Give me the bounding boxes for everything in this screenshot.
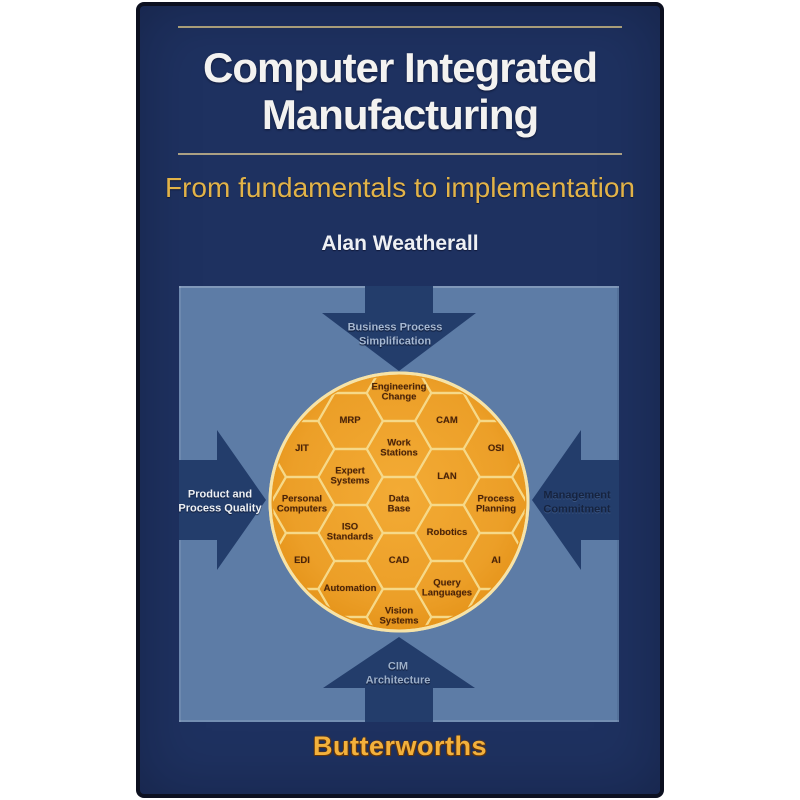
hex-label-expert-systems: Expert Systems: [330, 465, 370, 487]
hex-label-iso-standards: ISO Standards: [326, 521, 374, 543]
hex-label-ai: AI: [491, 554, 501, 566]
book-title-line1: Computer Integrated: [202, 44, 598, 91]
arrow-label-product-process-quality: Product and Process Quality: [178, 488, 262, 515]
book-cover: Computer Integrated Manufacturing From f…: [140, 6, 660, 794]
hex-label-data-base: Data Base: [387, 493, 411, 515]
publisher-name: Butterworths: [313, 731, 487, 761]
honeycomb-rim: [268, 371, 530, 633]
left-arrow-icon: [532, 430, 619, 570]
hex-label-cad: CAD: [388, 554, 410, 566]
hex-label-lan: LAN: [437, 470, 457, 482]
right-arrow-icon: [179, 430, 266, 570]
book-title: Computer Integrated Manufacturing: [140, 44, 660, 138]
hex-label-cam: CAM: [436, 414, 458, 426]
hex-label-jit: JIT: [295, 442, 309, 454]
hex-label-automation: Automation: [323, 582, 377, 594]
author-name: Alan Weatherall: [321, 232, 479, 255]
hex-label-edi: EDI: [294, 554, 310, 566]
hex-label-process-planning: Process Planning: [475, 493, 517, 515]
down-arrow-icon: [322, 286, 476, 371]
hex-label-work-stations: Work Stations: [380, 437, 418, 459]
arrow-label-management-commitment: Management Commitment: [543, 489, 611, 516]
top-rule: [178, 26, 622, 28]
hex-label-mrp: MRP: [339, 414, 361, 426]
arrow-label-business-process-simplification: Business Process Simplification: [347, 321, 443, 348]
hex-label-osi: OSI: [487, 442, 505, 454]
hex-label-robotics: Robotics: [426, 526, 468, 538]
hex-label-engineering-change: Engineering Change: [371, 381, 427, 403]
cim-diagram-panel: Business Process Simplification CIM Arch…: [178, 286, 619, 722]
title-underline: [178, 153, 622, 155]
book-title-line2: Manufacturing: [261, 91, 539, 138]
up-arrow-icon: [323, 637, 475, 722]
hex-label-vision-systems: Vision Systems: [379, 605, 419, 627]
hex-label-personal-computers: Personal Computers: [276, 493, 328, 515]
book-subtitle: From fundamentals to implementation: [165, 172, 635, 203]
arrow-label-cim-architecture: CIM Architecture: [365, 660, 431, 687]
hex-label-query-languages: Query Languages: [421, 577, 473, 599]
cim-diagram-graphic: [179, 286, 619, 722]
